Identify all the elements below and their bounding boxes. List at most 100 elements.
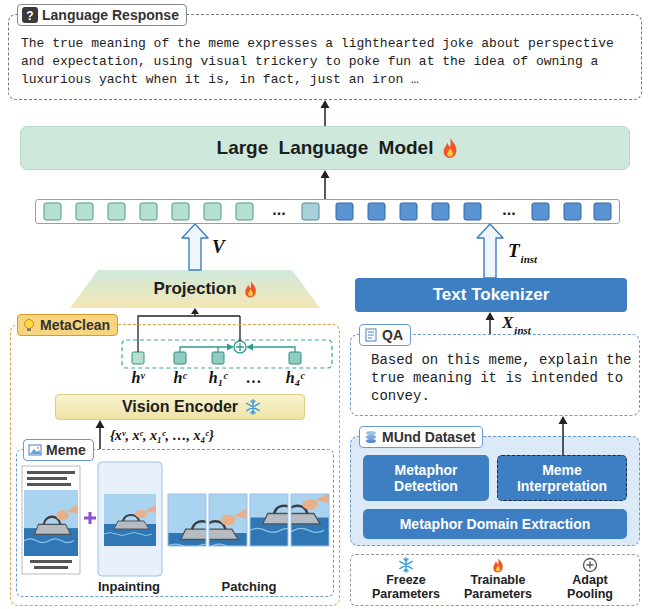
edge-label-frame: V [212, 236, 225, 258]
adapt-pooling-icon [582, 557, 598, 573]
body-text: Inpainting [89, 579, 169, 594]
feature-token [212, 352, 224, 364]
text-frame: Based on this meme, explain the true mea… [371, 351, 633, 405]
visual-token [44, 203, 61, 220]
body-text: The true meaning of the meme expresses a… [21, 35, 629, 89]
body-text: Based on this meme, explain the true mea… [371, 351, 633, 405]
db-disk [366, 435, 376, 439]
text-frame: Metaphor Detection [363, 455, 489, 501]
feature-label: h₄ᶜ [286, 369, 305, 386]
tab-label: Meme [23, 439, 94, 461]
visual-token [172, 203, 189, 220]
edge-label-frame: T [508, 240, 520, 262]
meme-caption-bar [27, 477, 67, 480]
task-box-highlighted: Meme Interpretation [497, 455, 627, 501]
connector-line [324, 108, 326, 126]
patch-border [250, 494, 288, 546]
flame-core [447, 148, 453, 157]
flame [444, 138, 457, 158]
connector-line [324, 178, 326, 199]
edge-label: X [502, 313, 513, 333]
db-disk [366, 439, 376, 443]
legend-text: Adapt Pooling [549, 573, 631, 601]
trapezoid-fill [70, 270, 320, 308]
text-frame: Metaphor Domain Extraction [363, 509, 627, 539]
block-arrow-shape [477, 224, 503, 278]
encoder-box: Vision Encoder [55, 394, 305, 420]
patch-image [181, 494, 247, 562]
edge-label: {xᵛ, xᶜ, x₁ᶜ, …, x₄ᶜ} [110, 428, 214, 444]
connector-line [99, 428, 101, 449]
trainable-icon [491, 557, 505, 573]
text-frame: Patching [197, 579, 301, 594]
text-token [464, 203, 481, 220]
patch-border [291, 494, 329, 546]
meme-scene-copy [181, 494, 247, 562]
meme-caption-bar [34, 566, 68, 569]
document [366, 329, 376, 341]
merge-line [138, 313, 240, 352]
arrow-connector [96, 420, 105, 449]
pooling-frame [122, 340, 332, 368]
adapt-pooling-plus [236, 343, 244, 351]
projection-trapezoid: Projection [70, 270, 320, 308]
node-title: Metaphor Detection [369, 462, 483, 494]
label-frame: inst [514, 320, 531, 338]
feature-label: hᵛ [131, 369, 144, 386]
label-frame: … [224, 369, 284, 387]
tab-label: QA [359, 324, 411, 346]
image-icon [28, 443, 42, 457]
combine-plus [84, 512, 96, 524]
feature-label: … [246, 369, 262, 386]
snowflake [400, 558, 412, 572]
node-title: Large Language Model [217, 137, 434, 159]
visual-token [236, 203, 253, 220]
flame-core [248, 289, 253, 296]
meme-scene-copy [24, 490, 78, 556]
label-frame: inst [521, 249, 538, 267]
node-title: Text Tokenizer [433, 285, 550, 305]
visual-token [140, 203, 157, 220]
image-frame [29, 445, 41, 455]
connector-line [489, 320, 491, 334]
tab-title: Meme [46, 442, 86, 458]
flame [493, 558, 502, 573]
bulb-icon [22, 318, 36, 332]
connector-line [562, 424, 564, 455]
tab-title: MUnd Dataset [382, 429, 475, 445]
patch-image [263, 478, 329, 546]
legend-text: Freeze Parameters [365, 573, 447, 601]
image-sun [37, 447, 39, 449]
body-text: ... [262, 201, 296, 219]
arrowhead [321, 170, 330, 178]
text-token [532, 203, 549, 220]
legend-item: Freeze Parameters [365, 557, 447, 601]
label-frame: h₁ᶜ [188, 369, 248, 387]
node-title: Metaphor Domain Extraction [400, 516, 591, 532]
text-frame: ... [492, 201, 526, 219]
meme-scene-copy [104, 494, 156, 546]
token-sequence: ...... [35, 199, 620, 224]
text-token [400, 203, 417, 220]
body-text: Patching [197, 579, 301, 594]
help-icon: ? [22, 7, 38, 23]
response-box: ?Language ResponseThe true meaning of th… [8, 14, 642, 100]
text-token [594, 203, 611, 220]
tab-label: MetaClean [17, 314, 118, 336]
tab-title: QA [382, 327, 403, 343]
meme-scene-copy [263, 478, 329, 546]
inpainting-frame [98, 462, 162, 576]
meme-region: MemeInpaintingPatching [16, 449, 334, 597]
trainable-icon [243, 280, 258, 298]
document-lines [368, 332, 374, 338]
pool-circle [584, 559, 597, 572]
text-frame: The true meaning of the meme expresses a… [21, 35, 629, 89]
block-arrow [477, 224, 503, 278]
tab-label: MUnd Dataset [359, 426, 483, 448]
bulb-base [27, 329, 31, 332]
database-icon [364, 430, 378, 444]
label-frame: hᵛ [108, 369, 168, 387]
feature-token [132, 352, 144, 364]
icon-glyph: ? [26, 9, 33, 23]
tab-title: Language Response [42, 7, 179, 23]
